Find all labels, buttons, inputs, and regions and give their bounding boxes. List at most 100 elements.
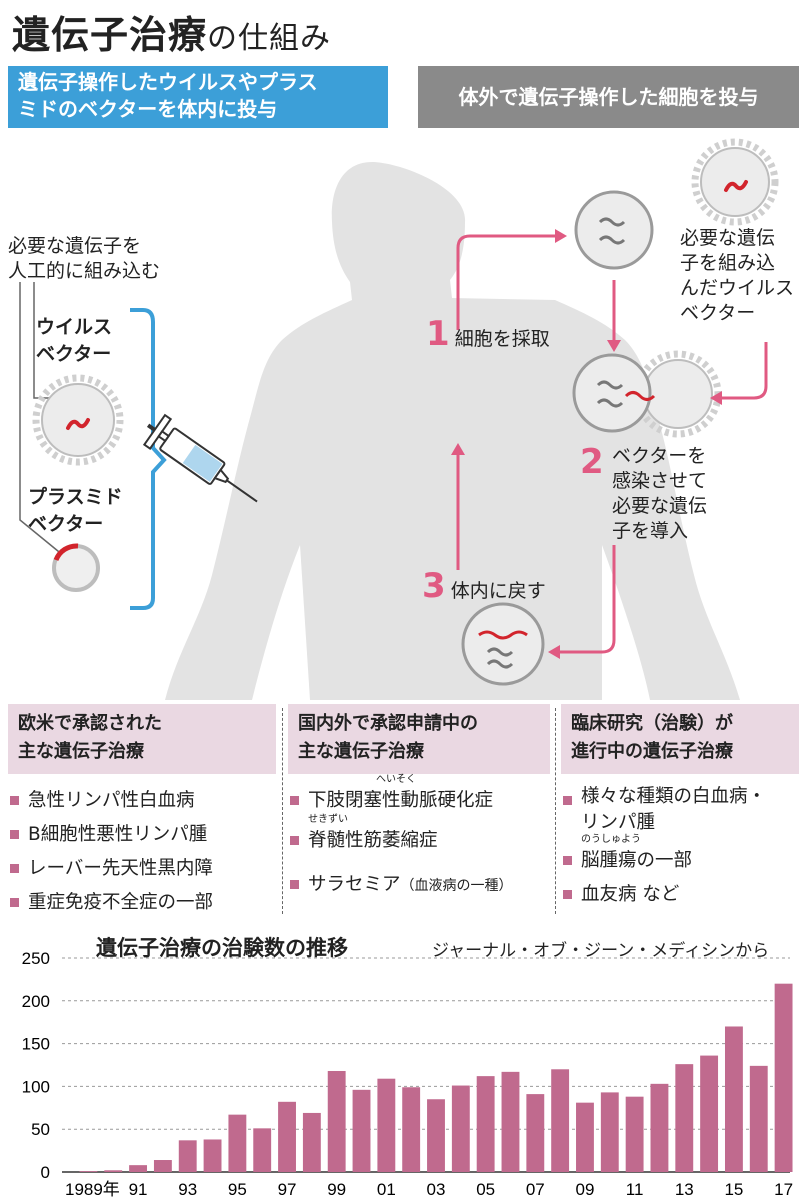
cell-infected-icon — [572, 350, 722, 438]
plasmid-vector-icon — [52, 543, 100, 592]
panel3-header: 臨床研究（治験）が 進行中の遺伝子治療 — [561, 704, 799, 774]
step2-line3: 必要な遺伝 — [612, 495, 708, 517]
step2-line4: 子を導入 — [612, 520, 689, 542]
panel-divider — [282, 708, 283, 914]
chart-title: 遺伝子治療の治験数の推移 — [96, 936, 348, 960]
panel1-list: 急性リンパ性白血病 B細胞性悪性リンパ腫 レーバー先天性黒内障 重症免疫不全症の… — [8, 784, 276, 920]
x-tick-label: 01 — [377, 1180, 396, 1199]
x-tick-label: 13 — [675, 1180, 694, 1199]
ruby-noushuyou: のうしゅよう — [581, 834, 641, 845]
list-item-text: 脳腫瘍の一部 — [581, 850, 693, 871]
panel3-head1: 臨床研究（治験）が — [571, 713, 733, 734]
vector-note: 必要な遺伝 子を組み込 んだウイルス ベクター — [680, 226, 794, 326]
bar-1994 — [203, 1139, 222, 1172]
step2-line2: 感染させて — [612, 470, 708, 492]
virus-vector-top-icon — [691, 138, 779, 226]
banner-right-text: 体外で遺伝子操作した細胞を投与 — [458, 84, 759, 109]
list-item-text: サラセミア — [308, 874, 401, 895]
panel1-head2: 主な遺伝子治療 — [18, 741, 144, 762]
list-item-text: 下肢閉塞性動脈硬化症 — [308, 790, 494, 811]
bar-2010 — [600, 1092, 619, 1172]
banner-cells-outside-body: 体外で遺伝子操作した細胞を投与 — [418, 66, 799, 128]
list-item: サラセミア（血液病の一種） — [288, 868, 550, 903]
bar-2000 — [352, 1089, 371, 1172]
bar-1989 — [79, 1171, 98, 1172]
bar-1991 — [129, 1165, 148, 1172]
step3-text: 体内に戻す — [450, 580, 546, 602]
list-item-note: （血液病の一種） — [400, 878, 513, 894]
note-required-gene: 必要な遺伝子を 人工的に組み込む — [8, 234, 160, 284]
step3-label: 3 体内に戻す — [422, 566, 546, 606]
panel2-list: へいそく下肢閉塞性動脈硬化症 せきずい脊髄性筋萎縮症 サラセミア（血液病の一種） — [288, 775, 550, 903]
bar-2012 — [650, 1083, 669, 1172]
bar-2013 — [675, 1064, 694, 1172]
human-silhouette — [165, 162, 740, 700]
bar-1999 — [327, 1070, 346, 1172]
panel2-head2: 主な遺伝子治療 — [298, 741, 424, 762]
bar-1997 — [278, 1101, 296, 1172]
vector-note-line4: ベクター — [680, 302, 756, 324]
panel1-head1: 欧米で承認された — [18, 713, 162, 734]
note-line2: 人工的に組み込む — [8, 260, 161, 282]
vector-note-line2: 子を組み込 — [680, 252, 776, 274]
step2-number: 2 — [580, 442, 604, 482]
bar-2005 — [476, 1076, 495, 1172]
y-tick-label: 250 — [22, 949, 50, 968]
virus-line2: ベクター — [36, 343, 112, 365]
bar-1996 — [253, 1128, 272, 1172]
panel-divider — [555, 708, 556, 914]
bar-2016 — [749, 1065, 768, 1172]
plasmid-line1: プラスミド — [28, 486, 123, 508]
bar-2006 — [501, 1071, 520, 1172]
vector-note-line1: 必要な遺伝 — [680, 227, 776, 249]
x-tick-label: 07 — [526, 1180, 545, 1199]
step1-label: 1 細胞を採取 — [426, 314, 550, 354]
ruby-sekizui: せきずい — [308, 814, 348, 825]
cell-returned-icon — [461, 602, 545, 686]
chart-bars — [79, 983, 793, 1172]
step2-line1: ベクターを — [612, 445, 707, 467]
list-item-text: 脊髄性筋萎縮症 — [308, 830, 438, 851]
bar-2014 — [700, 1055, 719, 1172]
y-tick-label: 50 — [31, 1120, 50, 1139]
list-item: レーバー先天性黒内障 — [8, 852, 276, 886]
panel-approved-west: 欧米で承認された 主な遺伝子治療 急性リンパ性白血病 B細胞性悪性リンパ腫 レー… — [8, 704, 276, 914]
list-item: 急性リンパ性白血病 — [8, 784, 276, 818]
syringe-icon — [142, 413, 258, 503]
x-tick-label: 1989年 — [65, 1180, 120, 1199]
y-tick-label: 100 — [22, 1077, 50, 1096]
list-item: B細胞性悪性リンパ腫 — [8, 818, 276, 852]
x-tick-label: 15 — [724, 1180, 743, 1199]
bar-2007 — [526, 1094, 545, 1172]
x-tick-label: 99 — [327, 1180, 346, 1199]
list-item-text: リンパ腫 — [581, 812, 656, 833]
y-tick-label: 200 — [22, 992, 50, 1011]
bar-2017 — [774, 983, 793, 1172]
banner-vector-in-body: 遺伝子操作したウイルスやプラス ミドのベクターを体内に投与 — [8, 66, 388, 128]
x-tick-label: 03 — [427, 1180, 446, 1199]
bar-1990 — [104, 1170, 123, 1172]
list-item: へいそく下肢閉塞性動脈硬化症 — [288, 775, 550, 818]
panel-clinical-trials: 臨床研究（治験）が 進行中の遺伝子治療 様々な種類の白血病・ リンパ腫 のうしゅ… — [561, 704, 799, 914]
page-title: 遺伝子治療の仕組み — [12, 4, 331, 59]
list-item-continued: リンパ腫 — [561, 810, 799, 836]
ruby-heisoku: へいそく — [376, 774, 416, 785]
panel3-list: 様々な種類の白血病・ リンパ腫 のうしゅよう脳腫瘍の一部 血友病 など — [561, 784, 799, 912]
chart-source: ジャーナル・オブ・ジーン・メディシンから — [432, 941, 770, 961]
note-line1: 必要な遺伝子を — [8, 235, 142, 257]
bar-1993 — [178, 1140, 197, 1172]
x-tick-label: 91 — [129, 1180, 148, 1199]
panel3-head2: 進行中の遺伝子治療 — [571, 741, 733, 762]
plasmid-line2: ベクター — [28, 513, 104, 535]
bar-2008 — [551, 1069, 570, 1172]
bar-2003 — [427, 1099, 445, 1172]
banner-left-line1: 遺伝子操作したウイルスやプラス — [18, 70, 318, 94]
bar-1992 — [153, 1160, 172, 1172]
bar-2002 — [402, 1087, 421, 1172]
list-item: 様々な種類の白血病・ — [561, 784, 799, 810]
y-tick-label: 0 — [41, 1163, 50, 1182]
list-item: 血友病 など — [561, 878, 799, 912]
